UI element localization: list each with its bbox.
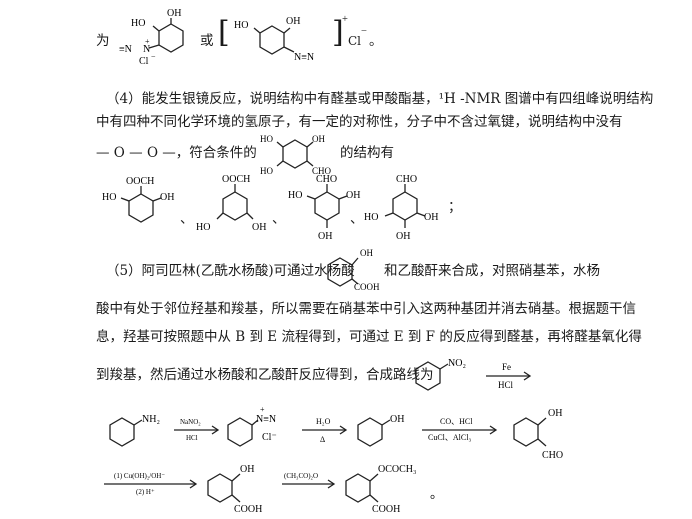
isomer-2: OOCH HO OH — [196, 174, 266, 233]
period: 。 — [369, 33, 383, 49]
bracket-left-icon: [ — [218, 15, 230, 50]
isomer-3: CHO HO OH OH — [288, 174, 360, 242]
oh-label: OH — [548, 408, 562, 419]
part5-line2: 酸中有处于邻位羟基和羧基，所以需要在硝基苯中引入这两种基团并消去硝基。根据题干信 — [96, 301, 636, 317]
hcl-label: HCl — [186, 434, 198, 442]
cl-minus: Cl — [348, 34, 362, 48]
no2-label: NO₂ — [448, 358, 466, 369]
oh-label: OH — [252, 222, 266, 233]
diazonium-structure-b: HO OH N≡N — [234, 16, 314, 63]
hcl-label: HCl — [498, 380, 514, 390]
fe-label: Fe — [502, 362, 511, 372]
salicylic-acid-structure: OH COOH — [327, 248, 380, 292]
cho-label: CHO — [316, 174, 337, 185]
co-hcl-label: CO、HCl — [440, 417, 473, 426]
oh-label-right: OH — [286, 16, 300, 27]
route-row-2: (1) Cu(OH)₂/OH⁻ (2) H⁺ OH COOH (CH₃CO)₂O… — [104, 464, 443, 515]
cooh-label: COOH — [372, 504, 400, 515]
h2o-label: H₂O — [316, 417, 331, 426]
semicolon: ； — [448, 199, 462, 215]
ho-label: HO — [260, 134, 273, 144]
cucl-label: CuCl、AlCl₃ — [428, 433, 471, 442]
oh-label: OH — [360, 248, 373, 258]
n-triple-label: ≡N — [119, 44, 132, 55]
ooch-label: OOCH — [222, 174, 250, 185]
oh-label: OH — [346, 190, 360, 201]
cho-label: CHO — [396, 174, 417, 185]
cooh-label: COOH — [354, 282, 380, 292]
sep: 、 — [272, 211, 286, 227]
route-nitrobenzene: NO₂ Fe HCl — [415, 358, 532, 391]
oh-label: OH — [390, 414, 404, 425]
plus-charge: + — [342, 14, 348, 25]
part4-line3b: 的结构有 — [340, 145, 394, 161]
n-plus: + — [260, 405, 265, 414]
nh2-label: NH₂ — [142, 414, 160, 425]
route-row-1: NH₂ NaNO₂ HCl + N≡N Cl⁻ H₂O Δ OH CO、HCl … — [109, 405, 563, 461]
bracket-right-icon: ] — [332, 15, 344, 50]
part4-line3a: — O — O —，符合条件的 — [96, 145, 257, 161]
cho-label: CHO — [312, 166, 332, 176]
n-triple-label: N≡N — [256, 414, 276, 425]
diazonium-structure-a: HO OH ≡N N + Cl − — [119, 8, 184, 66]
cho-label: CHO — [542, 450, 563, 461]
sep: 、 — [350, 211, 364, 227]
oh-label-right: OH — [167, 8, 181, 19]
text-or: 或 — [200, 33, 214, 49]
n-triple-label: N≡N — [294, 52, 314, 63]
ho-label: HO — [196, 222, 210, 233]
sep: 、 — [180, 211, 194, 227]
delta-label: Δ — [320, 435, 325, 444]
part5-line3: 息，羟基可按照题中从 B 到 E 流程得到，可通过 E 到 F 的反应得到醛基，… — [96, 329, 642, 345]
isomer-4: CHO HO OH OH — [364, 174, 438, 242]
minus-charge: − — [151, 52, 156, 61]
ho-label: HO — [364, 212, 378, 223]
oh-label: OH — [160, 192, 174, 203]
step5-bottom-label: (2) H⁺ — [136, 488, 155, 496]
n-label: N — [143, 44, 150, 55]
isomer-1: OOCH HO OH — [102, 176, 174, 223]
oh-bottom-label: OH — [318, 231, 332, 242]
oh-bottom-label: OH — [396, 231, 410, 242]
part4-line2: 中有四种不同化学环境的氢原子，有一定的对称性，分子中不含过氧键，说明结构中没有 — [96, 114, 623, 130]
ac2o-label: (CH₃CO)₂O — [284, 472, 318, 480]
oh-label-left: HO — [131, 18, 145, 29]
query-molecule: HO OH HO CHO — [260, 134, 332, 176]
nano2-label: NaNO₂ — [180, 418, 201, 426]
oh-label: OH — [240, 464, 254, 475]
ho-label: HO — [102, 192, 116, 203]
step5-top-label: (1) Cu(OH)₂/OH⁻ — [114, 472, 165, 480]
cl-label: Cl — [139, 56, 149, 66]
part5-line4: 到羧基，然后通过水杨酸和乙酸酐反应得到，合成路线为 — [96, 367, 434, 383]
part4-line1: （4）能发生银镜反应，说明结构中有醛基或甲酸酯基，¹H -NMR 图谱中有四组峰… — [106, 91, 654, 107]
part5-line1b: 和乙酸酐来合成，对照硝基苯，水杨 — [384, 263, 600, 279]
period: 。 — [430, 486, 443, 501]
oh-label: OH — [312, 134, 325, 144]
part5-line1a: （5）阿司匹林(乙酰水杨酸)可通过水杨酸 — [106, 263, 355, 279]
cl-label: Cl⁻ — [262, 432, 277, 443]
cooh-label: COOH — [234, 504, 262, 515]
oh-label: OH — [424, 212, 438, 223]
plus-charge: + — [145, 37, 150, 46]
ococh3-label: OCOCH₃ — [378, 464, 417, 475]
ooch-label: OOCH — [126, 176, 154, 187]
minus-charge: − — [361, 26, 367, 37]
ho-label: HO — [260, 166, 273, 176]
ho-label: HO — [288, 190, 302, 201]
text-wei: 为 — [96, 33, 110, 49]
oh-label-left: HO — [234, 20, 248, 31]
